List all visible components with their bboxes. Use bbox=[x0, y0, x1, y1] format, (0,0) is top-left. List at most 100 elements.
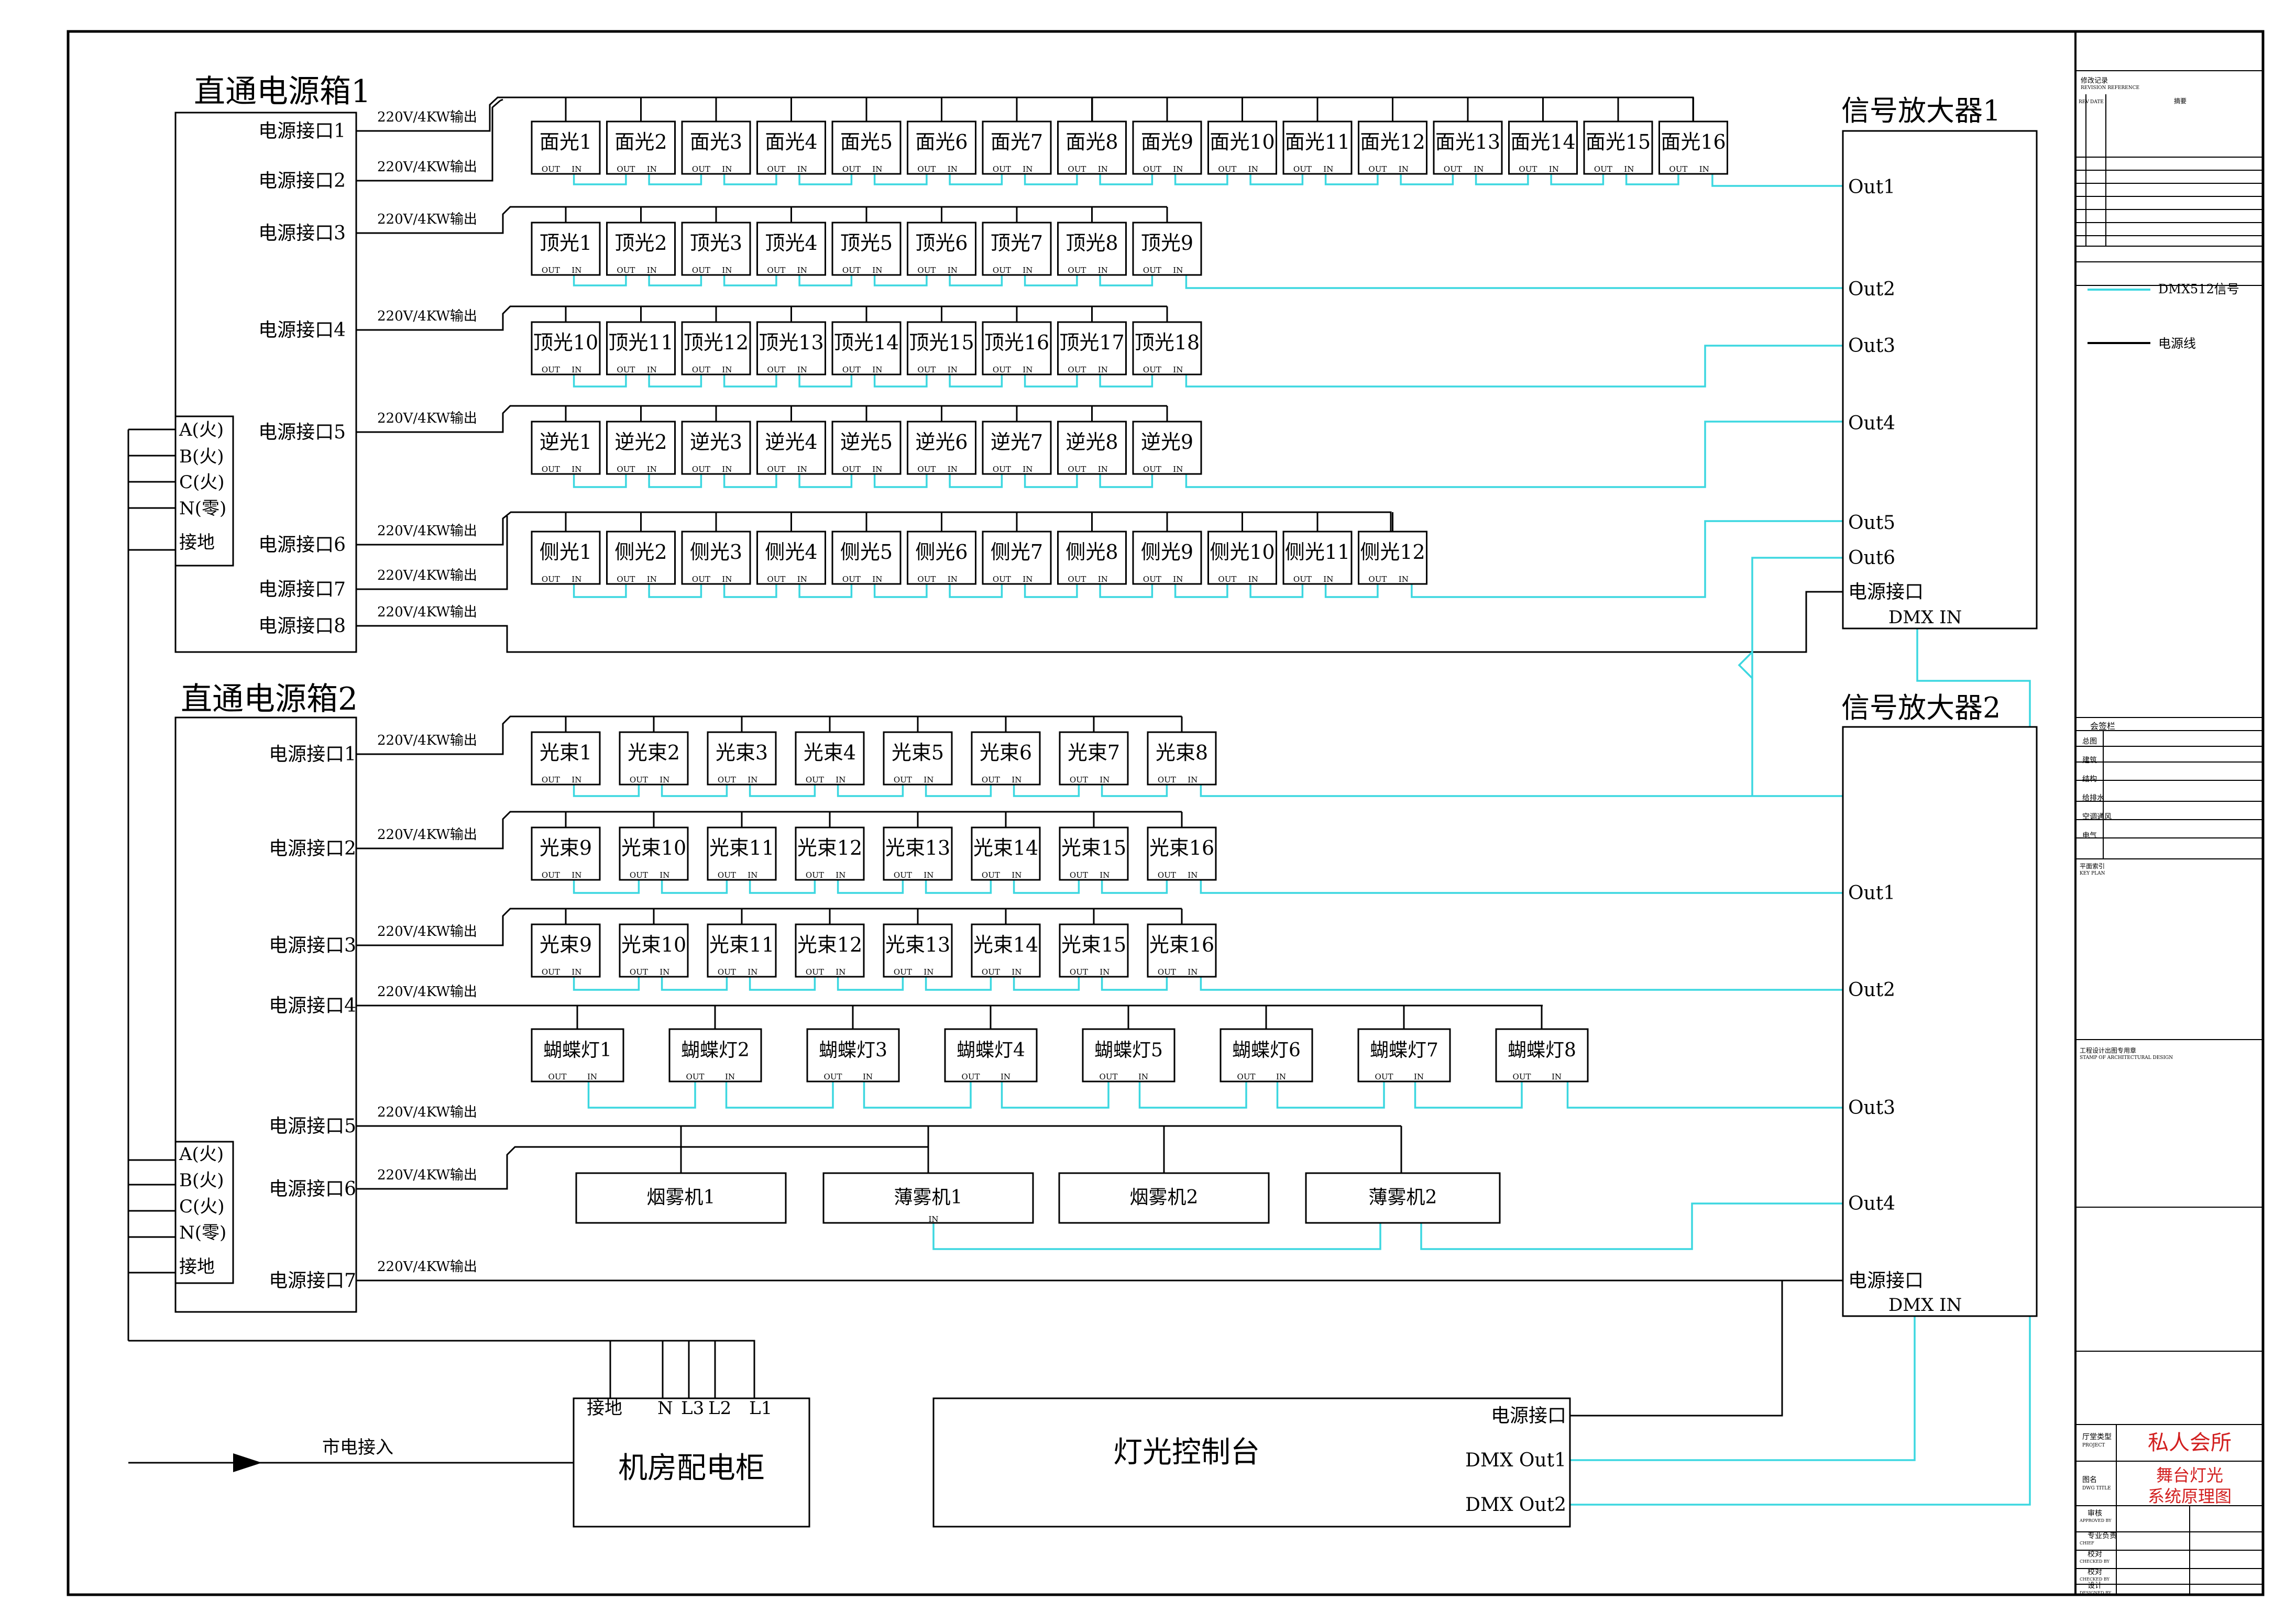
out-port-label: OUT bbox=[630, 775, 648, 785]
out-port-label: OUT bbox=[542, 266, 560, 275]
butterfly-fixture-label: 蝴蝶灯8 bbox=[1508, 1040, 1576, 1061]
in-port-label: IN bbox=[872, 465, 882, 474]
in-port-label: IN bbox=[1173, 365, 1183, 374]
in-port-label: IN bbox=[572, 266, 581, 275]
back-fixture bbox=[982, 421, 1052, 475]
back-fixture-label: 逆光4 bbox=[765, 430, 817, 454]
out-port-label: OUT bbox=[806, 967, 824, 977]
output-label: 220V/4KW输出 bbox=[377, 212, 477, 227]
out-port-label: OUT bbox=[894, 775, 912, 785]
beam-fixture bbox=[619, 826, 689, 881]
face-fixture bbox=[1583, 120, 1653, 175]
face-fixture-label: 面光6 bbox=[915, 130, 968, 153]
console-dmx-out2: DMX Out2 bbox=[1465, 1494, 1566, 1516]
out-port-label: OUT bbox=[692, 266, 710, 275]
dmx-link bbox=[648, 474, 702, 488]
top-fixture bbox=[681, 222, 751, 276]
in-port-label: IN bbox=[924, 870, 933, 880]
power-cable bbox=[356, 591, 1847, 653]
lighting-console bbox=[932, 1397, 1571, 1528]
back-fixture bbox=[1057, 421, 1127, 475]
beam-fixture bbox=[619, 731, 689, 786]
dmx-link bbox=[873, 275, 928, 286]
top-fixture bbox=[907, 222, 976, 276]
dmx-link bbox=[1174, 584, 1228, 598]
amp-1-out: Out4 bbox=[1848, 413, 1895, 434]
in-port-label: IN bbox=[572, 967, 581, 977]
fx-label: 烟雾机2 bbox=[1130, 1187, 1199, 1208]
out-port-label: OUT bbox=[692, 465, 710, 474]
dmx-link bbox=[1550, 174, 1605, 185]
out-port-label: OUT bbox=[767, 365, 785, 374]
beam-fixture-label: 光束13 bbox=[885, 836, 950, 859]
dmx-link bbox=[1024, 374, 1078, 388]
power-box-2-port: 电源接口2 bbox=[269, 838, 356, 859]
out-port-label: OUT bbox=[1070, 967, 1088, 977]
out-port-label: OUT bbox=[1158, 967, 1176, 977]
amp-2-out: Out4 bbox=[1848, 1193, 1895, 1215]
stamp-title: 工程设计出图专用章 bbox=[2080, 1046, 2136, 1054]
beam-fixture-label: 光束16 bbox=[1149, 836, 1214, 859]
dmx-link bbox=[949, 174, 1003, 185]
out-port-label: OUT bbox=[842, 465, 861, 474]
fx-label: 薄雾机1 bbox=[894, 1187, 963, 1208]
beam-fixture bbox=[971, 923, 1041, 978]
butterfly-fixture bbox=[806, 1028, 900, 1083]
beam-fixture-label: 光束15 bbox=[1061, 836, 1126, 859]
beam-fixture-label: 光束10 bbox=[621, 836, 686, 859]
in-port-label: IN bbox=[722, 266, 732, 275]
in-port-label: IN bbox=[948, 266, 958, 275]
mains-arrow-icon bbox=[233, 1453, 262, 1472]
power-box-1-title: 直通电源箱1 bbox=[194, 73, 371, 110]
dmx-link bbox=[573, 977, 640, 991]
in-port-label: IN bbox=[1098, 365, 1108, 374]
side-fixture-label: 侧光12 bbox=[1360, 540, 1425, 564]
side-fixture-label: 侧光6 bbox=[915, 540, 968, 564]
top-fixture-label: 顶光7 bbox=[991, 231, 1043, 255]
drawing-title-1: 舞台灯光 bbox=[2156, 1465, 2223, 1485]
side-fixture bbox=[531, 531, 601, 585]
power-cable bbox=[356, 405, 1167, 433]
power-box-2-port: 电源接口7 bbox=[269, 1270, 356, 1291]
dmx-link bbox=[1570, 1316, 1916, 1461]
out-port-label: OUT bbox=[692, 164, 710, 174]
rev-col: REV bbox=[2079, 100, 2089, 105]
out-port-label: OUT bbox=[917, 266, 936, 275]
dmx-link bbox=[1099, 374, 1154, 388]
beam-fixture-label: 光束14 bbox=[973, 933, 1038, 956]
amp-1-out: Out1 bbox=[1848, 176, 1895, 198]
side-fixture-label: 侧光2 bbox=[614, 540, 667, 564]
beam-fixture bbox=[883, 923, 953, 978]
in-port-label: IN bbox=[572, 870, 581, 880]
in-port-label: IN bbox=[1414, 1072, 1424, 1081]
power-box-1-port: 电源接口5 bbox=[258, 422, 346, 443]
rev-col: DATE bbox=[2090, 100, 2104, 105]
out-port-label: OUT bbox=[1143, 365, 1161, 374]
in-port-label: IN bbox=[836, 967, 845, 977]
out-port-label: OUT bbox=[962, 1072, 980, 1081]
top-fixture-label: 顶光9 bbox=[1141, 231, 1193, 255]
beam-fixture bbox=[971, 826, 1041, 881]
dmx-link bbox=[1249, 584, 1304, 598]
in-port-label: IN bbox=[748, 967, 757, 977]
cabinet-terminal: L1 bbox=[749, 1398, 772, 1419]
output-label: 220V/4KW输出 bbox=[377, 827, 477, 843]
countersign-row: 总图 bbox=[2082, 737, 2097, 746]
out-port-label: OUT bbox=[686, 1072, 705, 1081]
top-fixture bbox=[982, 321, 1052, 376]
in-port-label: IN bbox=[1012, 870, 1021, 880]
out-port-label: OUT bbox=[842, 164, 861, 174]
output-label: 220V/4KW输出 bbox=[377, 1259, 477, 1275]
approval-row-en: CHECKED BY bbox=[2080, 1577, 2110, 1582]
dmx-link bbox=[749, 977, 816, 991]
top-fixture-label: 顶光1 bbox=[540, 231, 592, 255]
in-port-label: IN bbox=[1248, 164, 1258, 174]
in-port-label: IN bbox=[1188, 870, 1198, 880]
top-fixture bbox=[831, 321, 902, 376]
face-fixture bbox=[681, 120, 751, 175]
power-box-1-port: 电源接口2 bbox=[258, 170, 346, 192]
signal-amplifier-2 bbox=[1842, 726, 2038, 1317]
approval-row-en: CHIEF bbox=[2080, 1541, 2094, 1545]
face-fixture bbox=[1433, 120, 1503, 175]
